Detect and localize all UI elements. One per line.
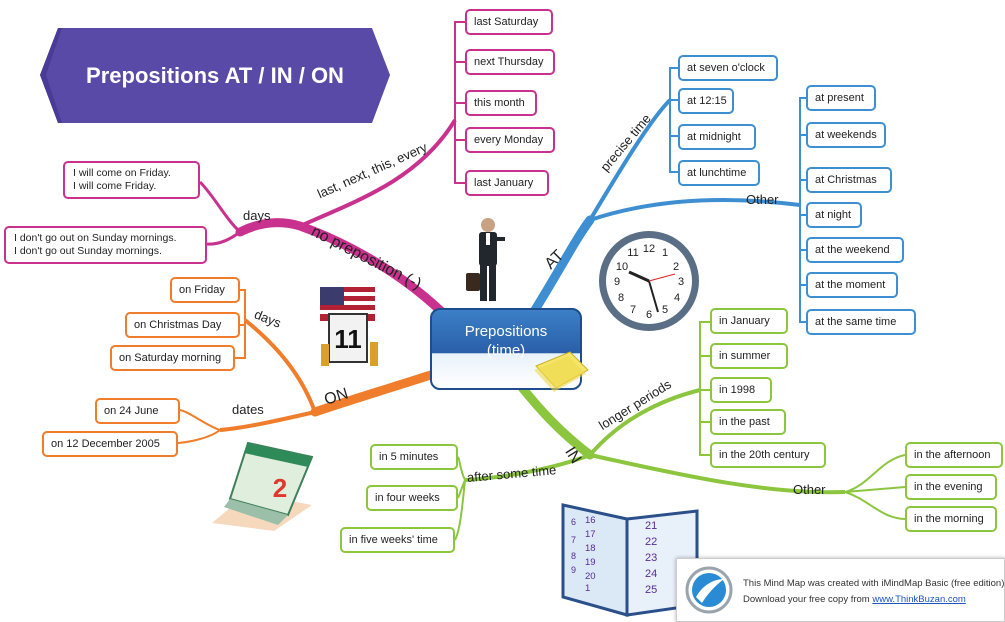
leaf-on-saturday-morning: on Saturday morning [110, 345, 235, 371]
branch-label-days-no-prep: days [243, 208, 271, 223]
credit-download-prefix: Download your free copy from [743, 594, 873, 605]
svg-text:19: 19 [585, 557, 596, 568]
leaf-on-12-december-2005: on 12 December 2005 [42, 431, 178, 457]
svg-text:6: 6 [571, 517, 576, 527]
desk-calendar-icon: 2 [212, 441, 314, 531]
svg-text:6: 6 [646, 309, 652, 321]
leaf-in-1998: in 1998 [710, 377, 772, 403]
diary-book-icon: 16 17 18 19 20 1 6 7 8 9 21 22 23 24 25 [561, 503, 699, 617]
svg-text:2: 2 [673, 261, 679, 273]
branch-on [310, 367, 445, 417]
leaf-at-present: at present [806, 85, 876, 111]
svg-text:17: 17 [585, 529, 596, 540]
title-banner [40, 28, 390, 123]
branch-longer-periods [588, 388, 701, 457]
svg-text:12: 12 [643, 243, 655, 255]
svg-text:21: 21 [645, 520, 657, 532]
leaf-sunday-mornings: I don't go out on Sunday mornings. I don… [4, 226, 207, 264]
svg-text:18: 18 [585, 543, 596, 554]
flag-calendar-icon: 11 [320, 287, 378, 366]
leaf-in-the-20th-century: in the 20th century [710, 442, 826, 468]
branch-days-magenta [198, 180, 242, 246]
leaf-in-5-minutes: in 5 minutes [370, 444, 458, 470]
svg-text:7: 7 [571, 535, 576, 545]
svg-text:23: 23 [645, 552, 657, 564]
svg-text:9: 9 [614, 276, 620, 288]
svg-text:4: 4 [674, 292, 680, 304]
sticky-note-icon [534, 351, 589, 392]
leaf-last-saturday: last Saturday [465, 9, 553, 35]
leaf-in-four-weeks: in four weeks [366, 485, 458, 511]
svg-text:20: 20 [585, 571, 596, 582]
branch-precise-time [588, 98, 672, 222]
imindmap-logo-icon [685, 566, 733, 614]
branch-label-at-other: Other [746, 192, 779, 207]
leaf-at-the-moment: at the moment [806, 272, 898, 298]
leaf-at-midnight: at midnight [678, 124, 756, 150]
leaf-next-thursday: next Thursday [465, 49, 555, 75]
svg-text:16: 16 [585, 515, 596, 526]
svg-text:2: 2 [273, 473, 287, 503]
svg-text:8: 8 [571, 551, 576, 561]
leaf-on-friday: on Friday [170, 277, 240, 303]
thinkbuzan-link[interactable]: www.ThinkBuzan.com [872, 594, 966, 605]
svg-text:10: 10 [616, 261, 628, 273]
page-title: Prepositions AT / IN / ON [86, 62, 344, 88]
branch-label-in-other: Other [793, 482, 826, 497]
leaf-at-12-15: at 12:15 [678, 88, 734, 114]
leaf-at-night: at night [806, 202, 862, 228]
leaf-on-24-june: on 24 June [95, 398, 180, 424]
branch-on-dates [219, 410, 316, 432]
businessman-icon [466, 218, 505, 301]
leaf-this-month: this month [465, 90, 537, 116]
svg-text:22: 22 [645, 536, 657, 548]
svg-text:7: 7 [630, 304, 636, 316]
svg-text:5: 5 [662, 304, 668, 316]
leaf-at-weekends: at weekends [806, 122, 886, 148]
leaf-last-january: last January [465, 170, 549, 196]
branch-last-next [299, 118, 457, 228]
svg-text:11: 11 [627, 247, 638, 259]
leaf-in-the-afternoon: in the afternoon [905, 442, 1003, 468]
leaf-in-the-evening: in the evening [905, 474, 997, 500]
leaf-every-monday: every Monday [465, 127, 555, 153]
svg-text:3: 3 [678, 276, 684, 288]
leaf-at-the-same-time: at the same time [806, 309, 916, 335]
leaf-in-five-weeks-time: in five weeks' time [340, 527, 455, 553]
svg-text:8: 8 [618, 292, 624, 304]
branch-in-other [589, 453, 846, 495]
svg-text:25: 25 [645, 584, 657, 596]
svg-text:24: 24 [645, 568, 657, 580]
leaf-at-christmas: at Christmas [806, 167, 892, 193]
leaf-in-summer: in summer [710, 343, 788, 369]
branch-at [525, 215, 595, 323]
leaf-in-the-past: in the past [710, 409, 786, 435]
center-label: Prepositions (time) [464, 323, 548, 359]
svg-text:1: 1 [585, 583, 590, 594]
credit-text: This Mind Map was created with iMindMap … [743, 578, 1005, 589]
branch-no-preposition [235, 218, 453, 323]
leaf-in-the-morning: in the morning [905, 506, 997, 532]
svg-text:11: 11 [334, 324, 362, 354]
branch-after-some-time [464, 453, 591, 482]
branch-on-days [243, 318, 317, 413]
leaf-come-friday: I will come on Friday. I will come Frida… [63, 161, 200, 199]
leaf-in-january: in January [710, 308, 788, 334]
wall-clock-icon: 12 1 2 3 4 5 6 7 8 9 10 11 [599, 231, 699, 331]
branch-in [515, 380, 595, 460]
svg-text:9: 9 [571, 565, 576, 575]
branch-label-on-dates: dates [232, 402, 264, 417]
leaf-at-seven: at seven o'clock [678, 55, 778, 81]
svg-text:1: 1 [662, 247, 668, 259]
leaf-at-the-weekend: at the weekend [806, 237, 904, 263]
leaf-on-christmas-day: on Christmas Day [125, 312, 240, 338]
leaf-at-lunchtime: at lunchtime [678, 160, 760, 186]
branch-at-other [589, 198, 801, 222]
credit-download-text: Download your free copy from www.ThinkBu… [743, 594, 966, 605]
